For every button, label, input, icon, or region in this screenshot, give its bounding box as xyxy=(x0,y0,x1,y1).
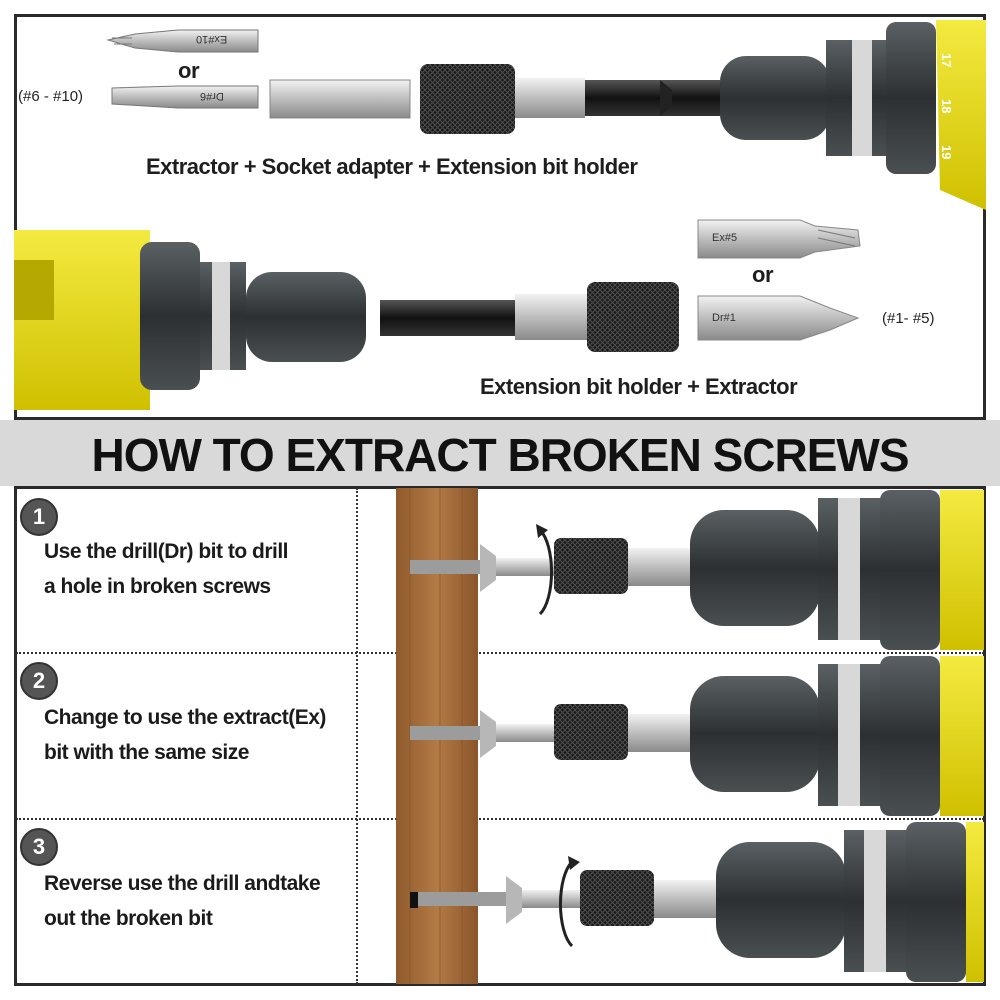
step-1-line-2: a hole in broken screws xyxy=(44,575,271,598)
step-2-line-1: Change to use the extract(Ex) xyxy=(44,706,326,729)
dial-19: 19 xyxy=(939,145,954,160)
step-2-illustration xyxy=(410,656,984,816)
drill-middle-left xyxy=(14,230,366,410)
extension-bit-holder-2 xyxy=(380,282,679,352)
caption-1: Extractor + Socket adapter + Extension b… xyxy=(146,154,638,179)
range-label-1: (#6 - #10) xyxy=(18,88,84,105)
step-1-text: Use the drill(Dr) bit to drill a hole in… xyxy=(44,534,289,604)
caption-2: Extension bit holder + Extractor xyxy=(480,374,798,399)
step-2-number: 2 xyxy=(20,662,58,700)
extractor-bit-ex5 xyxy=(697,219,861,259)
bit-label-ex5: Ex#5 xyxy=(712,232,738,244)
step-3-number: 3 xyxy=(20,828,58,866)
divider-row-2 xyxy=(16,818,984,820)
step-1-illustration xyxy=(410,490,984,650)
dial-numbers-top: 17 18 19 xyxy=(936,40,956,178)
or-label-1: or xyxy=(178,58,200,83)
step-1-number: 1 xyxy=(20,498,58,536)
step-3-illustration xyxy=(410,822,984,982)
title-band xyxy=(0,420,1000,486)
step-1-line-1: Use the drill(Dr) bit to drill xyxy=(44,540,289,563)
step-3-line-2: out the broken bit xyxy=(44,907,213,930)
step-2-text: Change to use the extract(Ex) bit with t… xyxy=(44,700,326,770)
socket-adapter xyxy=(269,79,411,119)
dial-17: 17 xyxy=(939,53,954,68)
extractor-bit-ex10 xyxy=(106,29,259,53)
divider-vertical xyxy=(356,488,358,984)
range-label-2: (#1- #5) xyxy=(882,310,935,327)
step-3-line-1: Reverse use the drill andtake xyxy=(44,872,321,895)
step-3-text: Reverse use the drill andtake out the br… xyxy=(44,866,321,936)
extension-bit-holder xyxy=(420,64,720,134)
bit-label-dr1: Dr#1 xyxy=(712,312,736,324)
divider-row-1 xyxy=(16,652,984,654)
dial-18: 18 xyxy=(939,99,954,114)
step-2-line-2: bit with the same size xyxy=(44,741,249,764)
drill-top-right xyxy=(720,20,986,210)
page-title: HOW TO EXTRACT BROKEN SCREWS xyxy=(91,429,909,481)
drill-bit-dr6 xyxy=(111,85,259,109)
top-illustration xyxy=(14,20,986,410)
or-label-2: or xyxy=(752,262,774,287)
drill-bit-dr1 xyxy=(697,295,860,341)
